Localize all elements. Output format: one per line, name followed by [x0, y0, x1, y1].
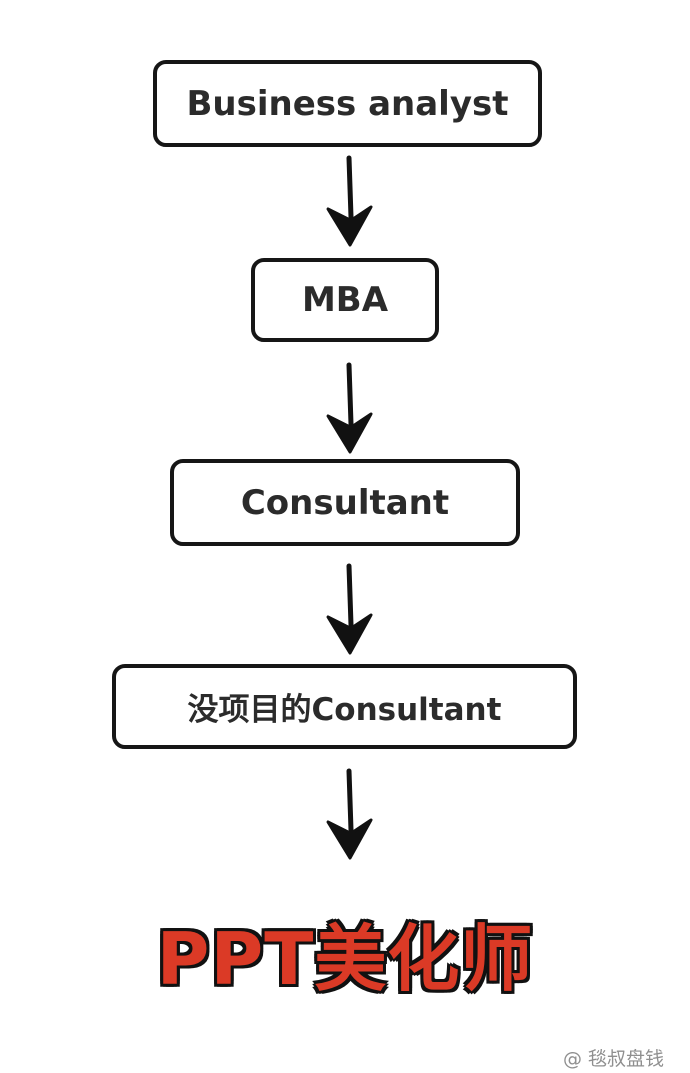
- flow-node-mba: MBA: [251, 258, 439, 342]
- flow-node-consultant-without-projects: 没项目的Consultant: [112, 664, 577, 749]
- flow-node-label: 没项目的Consultant: [187, 692, 502, 728]
- flow-node-label: Consultant: [240, 482, 450, 523]
- flow-node-business-analyst: Business analyst: [153, 60, 542, 147]
- down-arrow-icon: [326, 155, 373, 247]
- final-stage-title: PPT美化师: [156, 917, 534, 1001]
- flow-node-label: MBA: [301, 280, 389, 320]
- down-arrow-icon: [326, 563, 373, 655]
- down-arrow-icon: [326, 362, 373, 454]
- flow-node-consultant: Consultant: [170, 459, 520, 546]
- down-arrow-icon: [326, 768, 373, 860]
- flow-node-label: Business analyst: [186, 83, 509, 124]
- watermark: @ 毯叔盘钱: [562, 1048, 664, 1070]
